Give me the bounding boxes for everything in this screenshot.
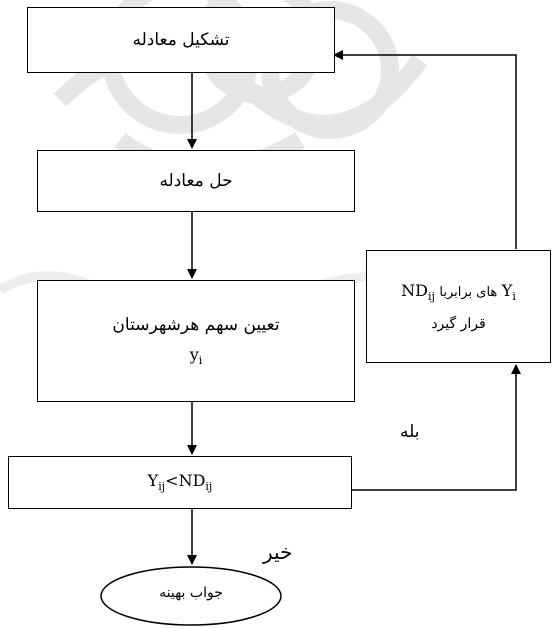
solve-equation-box: حل معادله [37,150,355,212]
edge-label-yes: بله [400,422,420,442]
set-equal-box: NDij های برابربا Yi قرار گیرد [366,250,551,363]
condition-expression: Yij<NDij [147,471,213,494]
edge-label-no: خیر [263,540,293,564]
form-equation-box: تشکیل معادله [27,7,335,73]
arrow-yes-path [352,364,521,491]
set-equal-line1: NDij های برابربا Yi [401,280,516,303]
determine-share-box: تعیین سهم هرشهرستان yi [37,280,355,402]
determine-share-variable: yi [189,344,203,368]
determine-share-label: تعیین سهم هرشهرستان [112,314,280,335]
set-equal-line2: قرار گیرد [431,316,486,333]
solve-equation-label: حل معادله [159,171,233,191]
form-equation-label: تشکیل معادله [132,30,230,50]
condition-box: Yij<NDij [8,456,352,509]
arrow-loop-back [333,50,517,249]
optimal-answer-label: جواب بهینه [159,585,223,601]
